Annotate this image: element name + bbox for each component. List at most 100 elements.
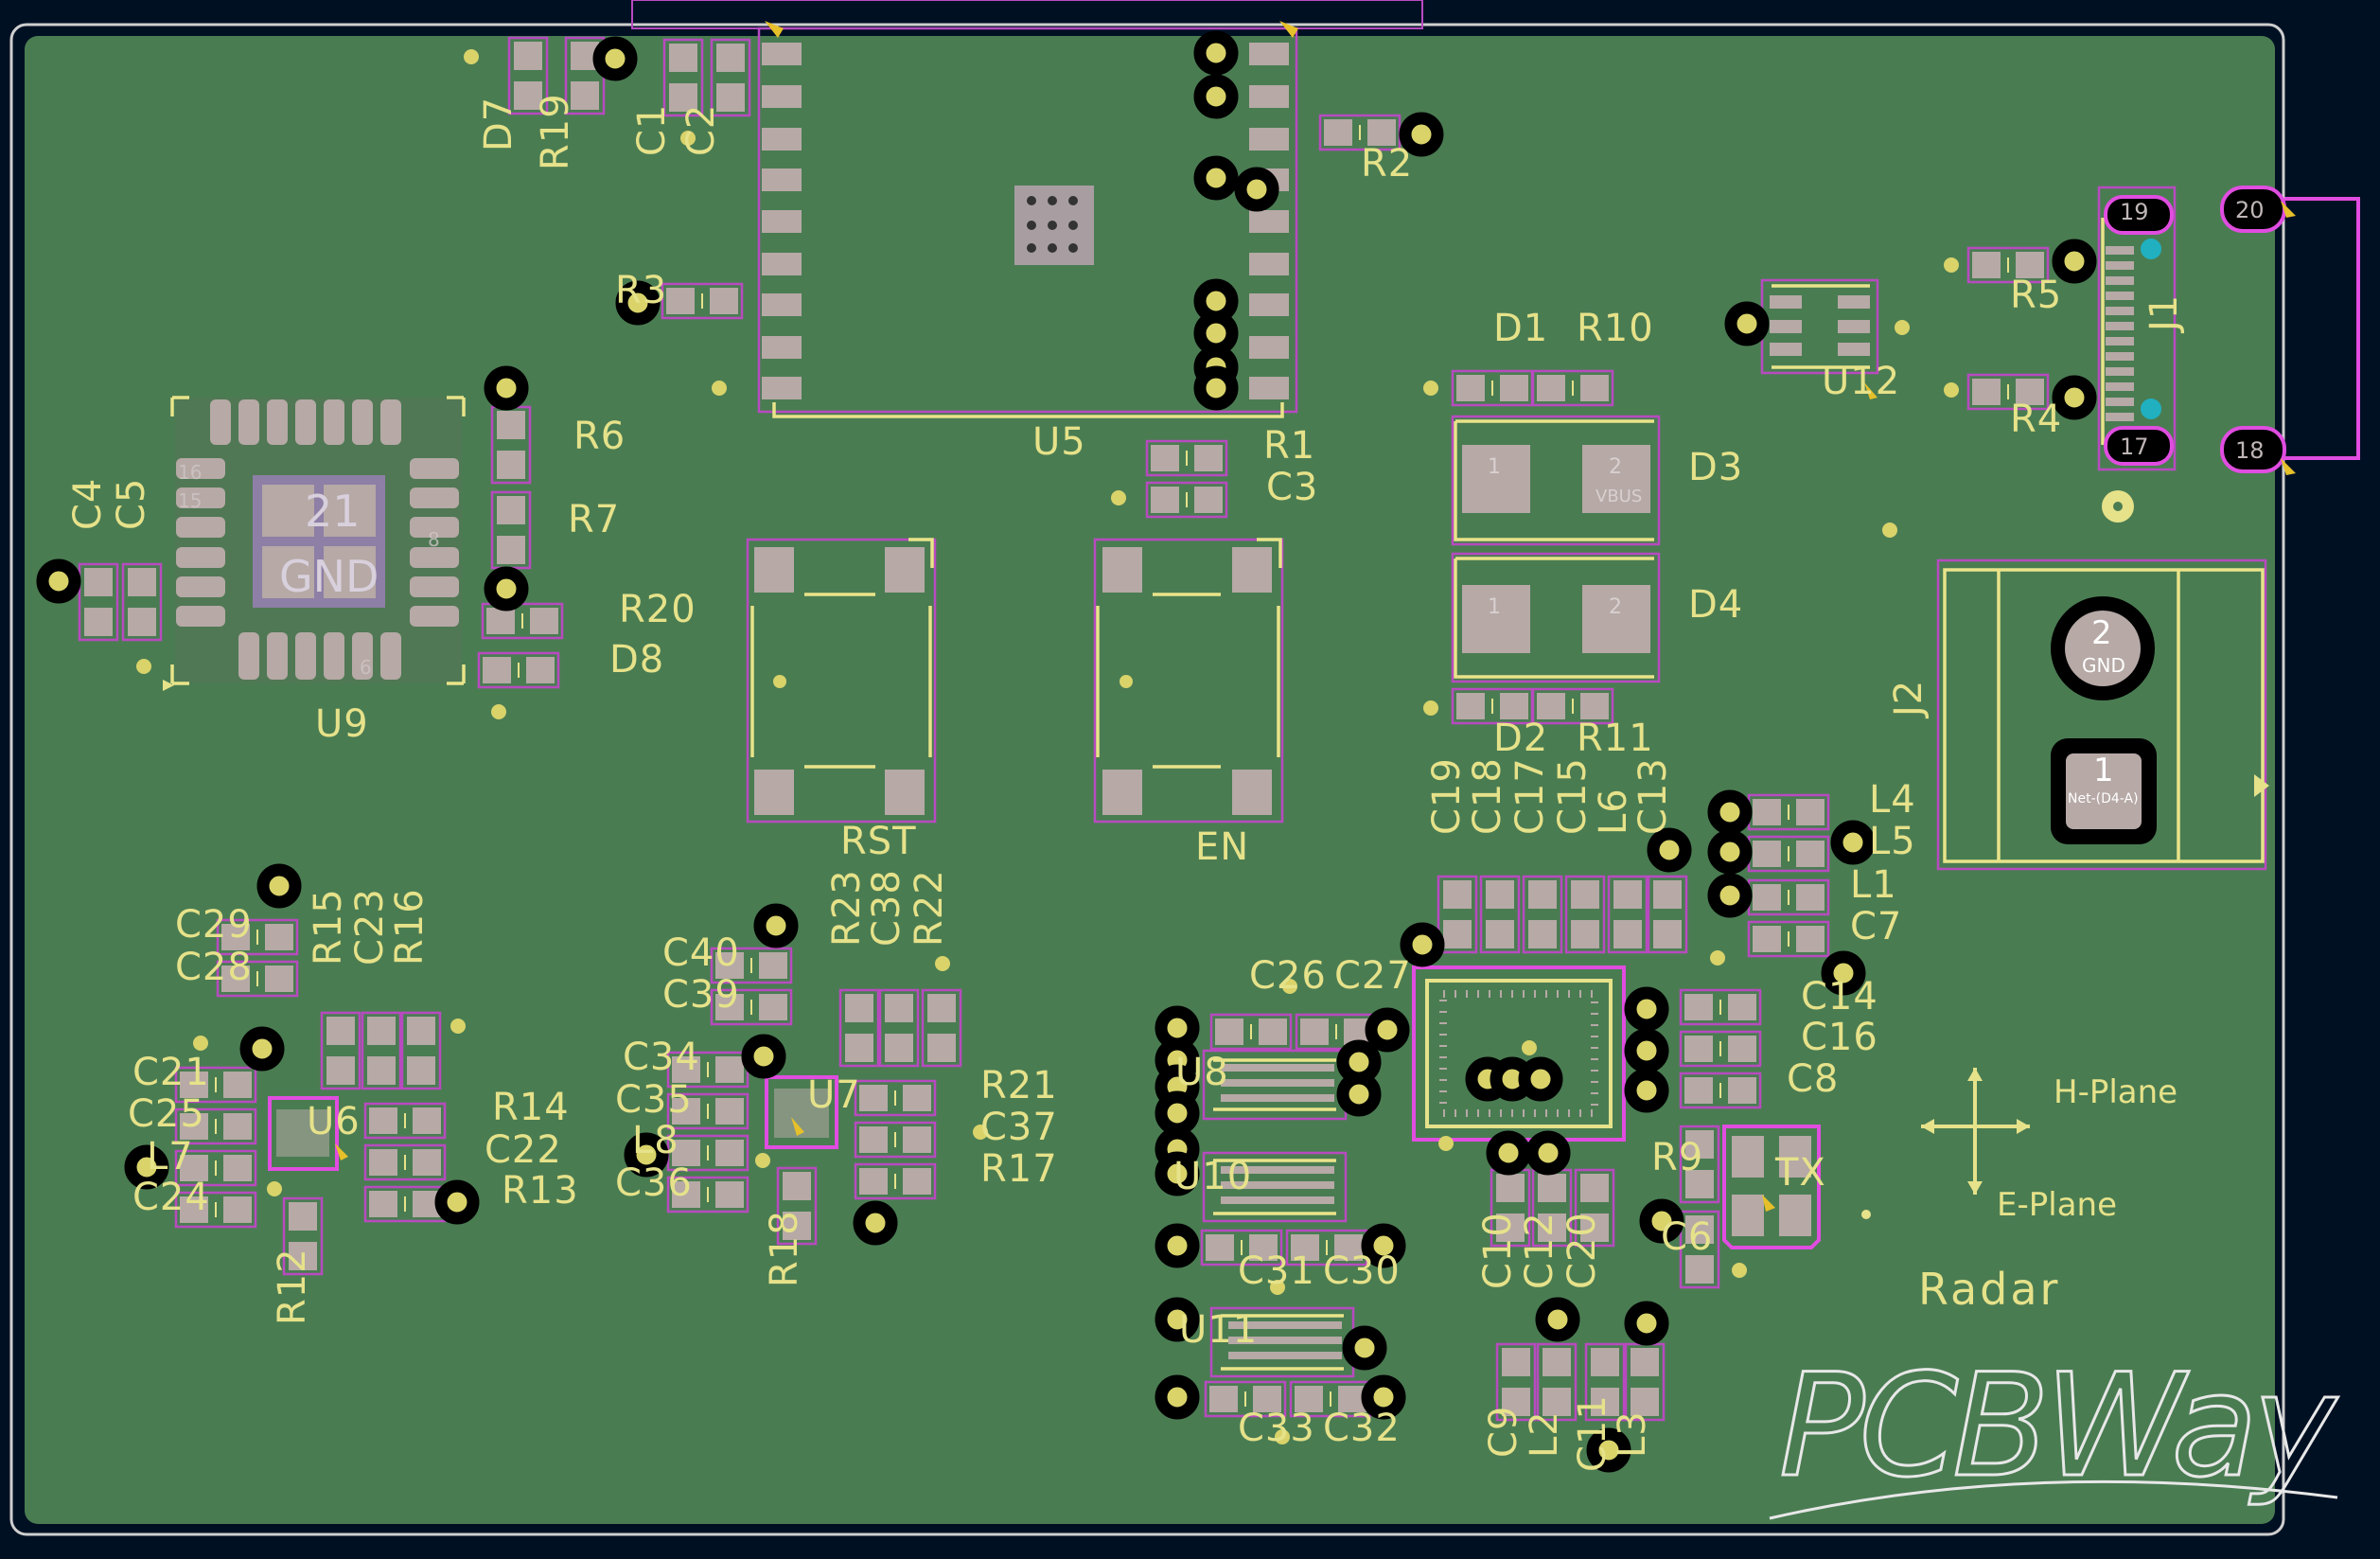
footprint-c4[interactable] [78, 562, 119, 642]
footprint-c20[interactable] [1574, 1168, 1615, 1248]
d3-footprint[interactable]: 1 2 VBUS [1451, 415, 1661, 546]
footprint-c16[interactable] [1679, 1030, 1762, 1068]
refdes-d4: D4 [1688, 583, 1743, 627]
footprint-r4[interactable] [1966, 373, 2050, 411]
footprint-r7[interactable] [490, 490, 532, 570]
footprint-c2[interactable] [710, 38, 751, 117]
en-switch-footprint[interactable] [1093, 538, 1284, 824]
footprint-c34[interactable] [666, 1051, 749, 1089]
footprint-r6[interactable] [490, 405, 532, 485]
footprint-r10[interactable] [1531, 369, 1614, 407]
footprint-r18[interactable] [776, 1166, 818, 1246]
footprint-l7[interactable] [174, 1149, 257, 1187]
footprint-l6[interactable] [1607, 875, 1648, 954]
footprint-c13[interactable] [1647, 875, 1688, 954]
via [1624, 1301, 1669, 1346]
footprint-c9[interactable] [1495, 1342, 1537, 1422]
refdes-rst: RST [840, 820, 917, 863]
footprint-c22[interactable] [363, 1143, 447, 1181]
footprint-c37[interactable] [854, 1121, 937, 1159]
footprint-c3[interactable] [1145, 481, 1228, 519]
footprint-r17[interactable] [854, 1162, 937, 1200]
u6-footprint[interactable] [268, 1096, 339, 1171]
footprint-c21[interactable] [174, 1066, 257, 1104]
footprint-r23[interactable] [838, 988, 880, 1068]
j2-terminal-footprint[interactable]: 2 GND 1 Net-(D4-A) [1936, 558, 2269, 871]
u9-footprint[interactable]: 21 GND 16 15 8 6 [163, 396, 466, 691]
footprint-c26[interactable] [1209, 1013, 1293, 1051]
footprint-c40[interactable] [710, 947, 793, 984]
footprint-r9[interactable] [1679, 1125, 1720, 1204]
vias [36, 30, 2097, 1473]
d4-footprint[interactable]: 1 2 [1451, 552, 1661, 683]
footprint-c19[interactable] [1437, 875, 1478, 954]
via [1342, 1325, 1387, 1371]
test-point [136, 659, 151, 674]
footprint-c24[interactable] [174, 1191, 257, 1229]
refdes-u10: U10 [1173, 1155, 1252, 1198]
footprint-r3[interactable] [661, 282, 744, 320]
footprint-r21[interactable] [854, 1079, 937, 1117]
footprint-r2[interactable] [1318, 114, 1402, 151]
footprint-c38[interactable] [878, 988, 920, 1068]
footprint-c33[interactable] [1204, 1380, 1287, 1418]
footprint-c28[interactable] [216, 960, 299, 998]
footprint-c32[interactable] [1289, 1380, 1372, 1418]
footprint-c36[interactable] [666, 1176, 749, 1214]
footprint-r20[interactable] [481, 602, 564, 640]
refdes-c25: C25 [128, 1092, 205, 1136]
footprint-c5[interactable] [121, 562, 163, 642]
footprint-c39[interactable] [710, 988, 793, 1026]
test-point [1275, 1429, 1290, 1444]
test-point [680, 131, 696, 146]
refdes-r23: R23 [825, 869, 869, 947]
footprint-c17[interactable] [1522, 875, 1563, 954]
j1-usb-footprint[interactable]: 19 20 17 18 [2097, 186, 2360, 523]
u9-pad-8: 8 [428, 528, 440, 551]
footprint-l2[interactable] [1536, 1342, 1578, 1422]
refdes-c1: C1 [630, 104, 674, 156]
u5-footprint[interactable] [757, 21, 1298, 418]
via [592, 36, 638, 81]
footprint-l4[interactable] [1747, 793, 1830, 831]
footprint-c35[interactable] [666, 1092, 749, 1130]
footprint-c25[interactable] [174, 1107, 257, 1145]
refdes-c34: C34 [623, 1036, 700, 1079]
footprint-c14[interactable] [1679, 988, 1762, 1026]
footprint-c30[interactable] [1285, 1229, 1368, 1267]
footprint-c6[interactable] [1679, 1210, 1720, 1289]
footprint-c18[interactable] [1479, 875, 1521, 954]
footprint-r22[interactable] [921, 988, 962, 1068]
footprint-c31[interactable] [1200, 1229, 1283, 1267]
footprint-r14[interactable] [363, 1102, 447, 1140]
tx-footprint[interactable] [1722, 1125, 1821, 1249]
footprint-c23[interactable] [361, 1011, 402, 1090]
footprint-l8[interactable] [666, 1134, 749, 1172]
u10-footprint[interactable] [1202, 1151, 1348, 1223]
rst-switch-footprint[interactable] [746, 538, 937, 824]
refdes-c16: C16 [1801, 1016, 1878, 1059]
footprint-l3[interactable] [1624, 1342, 1666, 1422]
footprint-l5[interactable] [1747, 835, 1830, 873]
refdes-c21: C21 [132, 1051, 210, 1094]
refdes-r19: R19 [534, 93, 577, 170]
via [1336, 1072, 1382, 1117]
footprint-c7[interactable] [1747, 920, 1830, 958]
footprint-c1[interactable] [662, 38, 704, 117]
footprint-d1[interactable] [1451, 369, 1534, 407]
footprint-d8[interactable] [477, 651, 560, 689]
footprint-c8[interactable] [1679, 1072, 1762, 1109]
footprint-r15[interactable] [320, 1011, 361, 1090]
footprint-c29[interactable] [216, 918, 299, 956]
refdes-r3: R3 [615, 269, 667, 312]
footprint-r16[interactable] [400, 1011, 442, 1090]
footprint-r12[interactable] [282, 1196, 324, 1276]
footprint-c11[interactable] [1584, 1342, 1626, 1422]
footprint-d7[interactable] [507, 36, 549, 115]
footprint-r11[interactable] [1531, 687, 1614, 725]
footprint-r5[interactable] [1966, 246, 2050, 284]
footprint-c12[interactable] [1531, 1168, 1573, 1248]
footprint-c15[interactable] [1564, 875, 1606, 954]
footprint-r1[interactable] [1145, 439, 1228, 477]
j1-pad-20: 20 [2235, 197, 2265, 223]
